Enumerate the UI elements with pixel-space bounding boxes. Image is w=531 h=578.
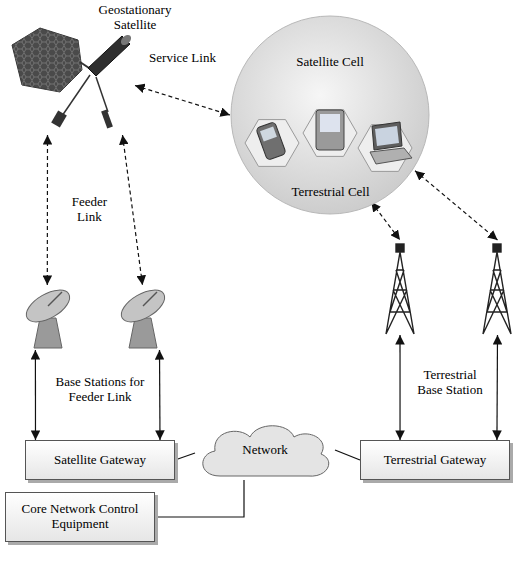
- radio-link: [371, 202, 400, 240]
- satellite-node: Geostationary Satellite: [10, 25, 135, 135]
- radio-link: [415, 171, 498, 240]
- wired-link: [155, 480, 244, 517]
- wired-link: [399, 335, 400, 440]
- laptop: [370, 122, 412, 164]
- dish-bowl: [21, 284, 75, 329]
- wired-link: [175, 453, 195, 460]
- pda-device: [316, 110, 344, 150]
- tower: [483, 244, 511, 334]
- antenna: [119, 33, 133, 47]
- node-label: Terrestrial Base Station: [410, 368, 490, 398]
- wired-link: [159, 350, 161, 440]
- tower-antenna: [493, 244, 501, 252]
- gateway-box: Satellite Gateway: [25, 440, 175, 480]
- panel-cells: [12, 28, 82, 92]
- link-label: Service Link: [147, 50, 218, 67]
- radio-link: [47, 135, 48, 285]
- network-cloud: Network: [195, 420, 335, 480]
- radio-link: [135, 86, 230, 116]
- dish-feed: [48, 292, 62, 306]
- wired-link: [35, 350, 36, 440]
- gateway-box: Terrestrial Gateway: [360, 440, 510, 480]
- dish-feed: [143, 292, 157, 306]
- link-label: Feeder Link: [65, 194, 113, 226]
- satellite-cell: Terrestrial Cell Satellite Cell: [230, 15, 430, 215]
- boom: [96, 77, 108, 112]
- wired-link: [496, 335, 498, 440]
- node-label: Network: [242, 443, 288, 458]
- terrestrial-cell: Terrestrial Cell: [240, 98, 415, 202]
- tower-antenna: [396, 244, 404, 252]
- node-label: Geostationary Satellite: [80, 3, 190, 33]
- mobile-phone: [256, 122, 286, 161]
- cell-outline: [231, 16, 429, 214]
- cloud-outline: [203, 426, 329, 476]
- node-label: Terrestrial Gateway: [384, 453, 487, 468]
- dish-stand: [129, 318, 157, 348]
- solar-panel: [12, 28, 82, 92]
- node-label: Satellite Gateway: [54, 453, 146, 468]
- control-equipment-box: Core Network Control Equipment: [5, 492, 155, 542]
- wired-link: [335, 450, 360, 460]
- tower-lattice: [386, 252, 414, 334]
- hex-cell: [245, 120, 299, 167]
- tower: [386, 244, 414, 334]
- boom: [62, 75, 90, 116]
- radio-link: [123, 135, 143, 285]
- hex-cell: [303, 110, 357, 157]
- small-panel: [51, 110, 67, 127]
- feeder-base-stations: Base Stations for Feeder Link: [15, 285, 185, 350]
- tower-lattice: [483, 252, 511, 334]
- dish-antenna: [21, 284, 75, 348]
- node-label: Satellite Cell: [285, 55, 375, 70]
- satellite-figure: [12, 28, 133, 128]
- node-label: Base Stations for Feeder Link: [55, 375, 145, 405]
- node-label: Terrestrial Cell: [283, 185, 378, 200]
- node-label: Core Network Control Equipment: [14, 502, 146, 532]
- terrestrial-base-stations: Terrestrial Base Station: [370, 240, 520, 335]
- dish-bowl: [116, 284, 170, 329]
- small-panel: [101, 110, 113, 129]
- dish-stand: [34, 318, 62, 348]
- dish-antenna: [116, 284, 170, 348]
